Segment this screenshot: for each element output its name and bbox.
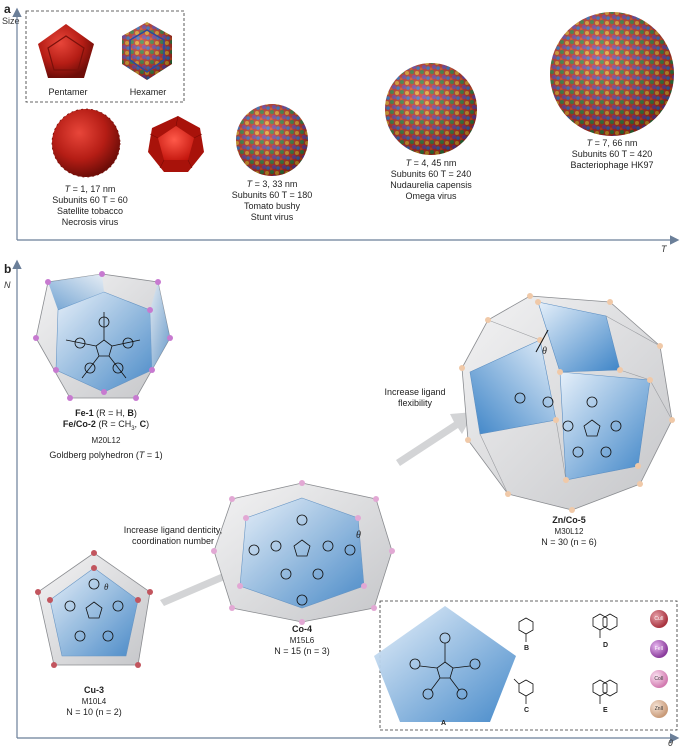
fe-cage-structure bbox=[33, 271, 173, 401]
arrow-1-label: Increase ligand denticity, coordination … bbox=[123, 525, 223, 546]
metal-co-sphere: CoII bbox=[650, 670, 668, 688]
hexamer-image bbox=[122, 22, 172, 80]
cu-cage-structure: θ bbox=[35, 550, 153, 668]
virus-caption-t3: T = 3, 33 nm Subunits 60 T = 180 Tomato … bbox=[231, 179, 313, 222]
panel-a-axes bbox=[12, 7, 680, 245]
arrow-2-label: Increase ligand flexibility bbox=[384, 387, 446, 408]
zn-caption: Zn/Co-5 M30L12 N = 30 (n = 6) bbox=[541, 515, 597, 547]
co4-caption: Co-4 M15L6 N = 15 (n = 3) bbox=[274, 624, 330, 656]
panel-a-x-axis-label: T bbox=[661, 244, 667, 254]
panel-b-y-axis-label: N bbox=[4, 280, 11, 290]
pentamer-label: Pentamer bbox=[48, 87, 88, 97]
cu-caption: Cu-3 M10L4 N = 10 (n = 2) bbox=[66, 685, 122, 717]
metal-zn-sphere: ZnII bbox=[650, 700, 668, 718]
metal-fe-sphere: FeII bbox=[650, 640, 668, 658]
legend-label-a: A bbox=[441, 720, 447, 727]
legend-label-d: D bbox=[603, 642, 609, 649]
panel-b-axes bbox=[12, 259, 680, 743]
virus-caption-t7: T = 7, 66 nm Subunits 60 T = 420 Bacteri… bbox=[570, 138, 654, 170]
t7-capsid-image bbox=[550, 12, 674, 136]
hexamer-label: Hexamer bbox=[129, 87, 167, 97]
t3-capsid-image bbox=[236, 104, 308, 176]
panel-b-label: b bbox=[4, 262, 12, 276]
t1-capsid-image bbox=[51, 108, 121, 178]
capsomer-inset-box bbox=[25, 10, 185, 103]
panel-b-x-axis-label: θ bbox=[668, 738, 673, 748]
dodecahedron-image bbox=[148, 115, 204, 172]
arrow-increase-flexibility bbox=[396, 412, 474, 466]
metal-cu-sphere: CuII bbox=[650, 610, 668, 628]
co4-cage-structure: θ bbox=[211, 480, 395, 625]
cu-theta-label: θ bbox=[104, 582, 109, 592]
legend-label-e: E bbox=[603, 707, 608, 714]
legend-label-b: B bbox=[524, 645, 530, 652]
legend-label-c: C bbox=[524, 707, 530, 714]
virus-caption-t1: T = 1, 17 nm Subunits 60 T = 60 Satellit… bbox=[52, 184, 128, 227]
virus-caption-t4: T = 4, 45 nm Subunits 60 T = 240 Nudaure… bbox=[390, 158, 472, 201]
fragment-structures bbox=[513, 613, 618, 704]
pentamer-image bbox=[38, 24, 94, 78]
co4-theta-label: θ bbox=[356, 530, 361, 541]
zn-cage-structure: θ bbox=[459, 293, 675, 513]
fe-caption: Fe-1 (R = H, B) Fe/Co-2 (R = CH3, C) M20… bbox=[49, 408, 163, 460]
panel-a-label: a bbox=[4, 2, 11, 16]
ligand-a-structure bbox=[374, 606, 516, 722]
panel-a-y-axis-label: Size bbox=[2, 16, 20, 26]
t4-capsid-image bbox=[385, 63, 477, 155]
zn-theta-label: θ bbox=[542, 346, 547, 357]
